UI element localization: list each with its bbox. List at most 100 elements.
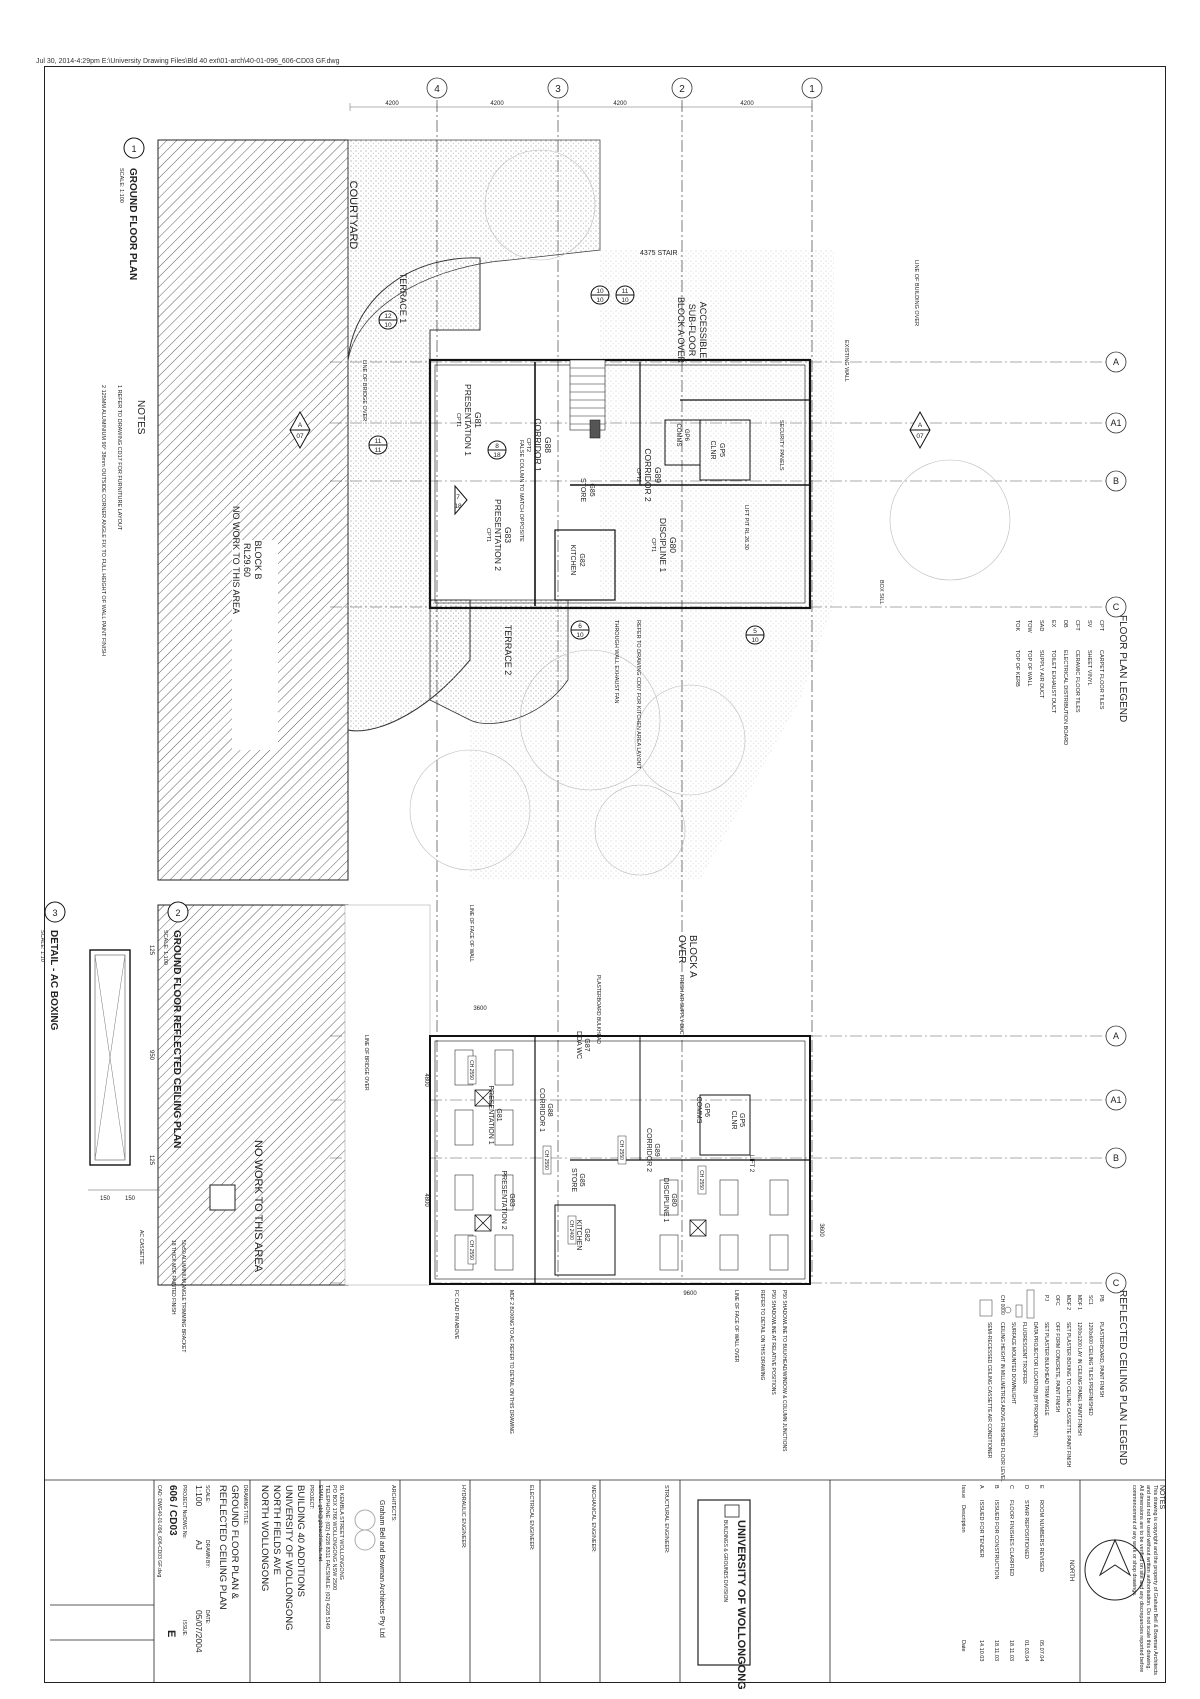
courtyard-label: COURTYARD — [347, 181, 359, 250]
uni-name: UNIVERSITY OF WOLLONGONG — [735, 1520, 747, 1690]
svg-text:FLOOR FINISHES CLARIFIED: FLOOR FINISHES CLARIFIED — [1008, 1500, 1014, 1576]
plan-notes: NOTES 1 REFER TO DRAWING CD17 FOR FURNIT… — [100, 385, 146, 656]
svg-text:NORTH: NORTH — [1068, 1560, 1074, 1581]
svg-text:18: 18 — [493, 452, 501, 459]
callout-bridge: LINE OF BRIDGE OVER — [361, 360, 367, 421]
grid-letter-bubbles-plan: A A1 B C — [1105, 351, 1127, 618]
svg-text:10: 10 — [751, 637, 759, 644]
grid-1: 1 — [809, 84, 815, 95]
rcp-no-work: NO WORK TO THIS AREA — [252, 1140, 264, 1273]
svg-text:3600: 3600 — [818, 1223, 824, 1237]
room-g88-code: G88 — [543, 437, 553, 453]
svg-text:11: 11 — [375, 438, 382, 445]
svg-text:TOK: TOK — [1014, 620, 1020, 632]
top-dim-1: 4200 — [385, 101, 399, 107]
svg-text:G89: G89 — [653, 1143, 660, 1156]
revision-table: E ROOM NUMBERS REVISED 05.07.04 D STAIR … — [960, 1485, 1044, 1661]
svg-text:SURFACE MOUNTED DOWNLIGHT: SURFACE MOUNTED DOWNLIGHT — [1010, 1322, 1016, 1404]
svg-text:10: 10 — [596, 297, 604, 304]
svg-text:CLNR: CLNR — [730, 1110, 737, 1129]
plan-title-number: 1 — [131, 144, 136, 154]
plan-scale: SCALE: 1:100 — [118, 168, 124, 203]
landscape-zone — [470, 250, 835, 880]
svg-text:Issue: Issue — [960, 1485, 966, 1498]
svg-text:EMAIL: gbb@gbbarchitects.net: EMAIL: gbb@gbbarchitects.net — [317, 1485, 323, 1562]
svg-text:TOW: TOW — [1026, 620, 1032, 634]
svg-text:18.11.03: 18.11.03 — [1008, 1640, 1014, 1661]
svg-text:REFER TO DETAIL ON THIS DRAWIN: REFER TO DETAIL ON THIS DRAWING — [759, 1290, 765, 1380]
svg-text:TOP OF WALL: TOP OF WALL — [1026, 650, 1032, 687]
grid-a1: A1 — [1110, 418, 1121, 428]
svg-text:G85: G85 — [578, 1173, 585, 1186]
svg-text:AC CASSETTE: AC CASSETTE — [138, 1230, 144, 1265]
detail-ac-boxing: 3 DETAIL - AC BOXING SCALE: 1:10 125 950… — [39, 901, 186, 1352]
svg-text:SET PLASTER BULKHEAD TRIM ANGL: SET PLASTER BULKHEAD TRIM ANGLE — [1043, 1322, 1049, 1416]
svg-text:G88: G88 — [546, 1103, 553, 1116]
svg-text:A: A — [978, 1485, 984, 1489]
svg-text:PRESENTATION 2: PRESENTATION 2 — [500, 1170, 507, 1229]
svg-text:GROUND FLOOR PLAN &: GROUND FLOOR PLAN & — [229, 1485, 240, 1600]
svg-text:TOP OF KERB: TOP OF KERB — [1014, 650, 1020, 687]
svg-text:CH 2550: CH 2550 — [543, 1150, 549, 1170]
block-b-rl: RL29.60 — [242, 543, 252, 577]
grid-number-bubbles: 4 3 2 1 — [426, 77, 823, 99]
rcp-callouts: FRESH AIR SUPPLY DUCT PLASTERBOARD BULKH… — [363, 905, 787, 1452]
svg-text:ISSUE:: ISSUE: — [181, 1620, 187, 1636]
svg-text:150: 150 — [125, 1196, 136, 1202]
svg-text:SCALE:: SCALE: — [204, 1485, 210, 1503]
notes-title: NOTES — [135, 400, 146, 435]
room-gp6-code: GP6 — [683, 429, 689, 442]
svg-text:18 THICK MDF PAINTED FINISH: 18 THICK MDF PAINTED FINISH — [170, 1240, 176, 1315]
building-walls-plan — [428, 358, 812, 610]
svg-text:7: 7 — [456, 494, 460, 501]
svg-text:12: 12 — [384, 313, 392, 320]
callout-building-over: LINE OF BUILDING OVER — [913, 260, 919, 326]
svg-text:CH 2550: CH 2550 — [468, 1060, 474, 1080]
room-g82-code: G82 — [578, 553, 585, 566]
svg-text:2: 2 — [175, 908, 180, 918]
top-dimension-string — [349, 103, 813, 111]
floor-plan-legend: FLOOR PLAN LEGEND CPT CARPET FLOOR TILES… — [1014, 615, 1128, 745]
svg-text:5: 5 — [753, 628, 757, 635]
svg-text:91 KEMBLA STREET WOLLONGONG: 91 KEMBLA STREET WOLLONGONG — [338, 1485, 344, 1580]
rcp-title-block: 2 GROUND FLOOR REFLECTED CEILING PLAN SC… — [162, 901, 189, 1148]
svg-text:COMMS: COMMS — [695, 1097, 702, 1124]
svg-text:B: B — [993, 1485, 999, 1489]
svg-text:G82: G82 — [583, 1228, 590, 1241]
svg-text:10: 10 — [384, 322, 392, 329]
rcp-legend-title: REFLECTED CEILING PLAN LEGEND — [1117, 1290, 1128, 1465]
rcp-light-fittings — [454, 1049, 789, 1271]
svg-text:Description: Description — [960, 1505, 966, 1533]
grid-letter-bubbles-rcp: A A1 B C — [1105, 1025, 1127, 1294]
drawing-title-info: DRAWING TITLE: GROUND FLOOR PLAN & REFLE… — [156, 1485, 248, 1653]
svg-text:LINE OF FACE OF WALL OVER: LINE OF FACE OF WALL OVER — [733, 1290, 739, 1363]
svg-text:PRESENTATION 1: PRESENTATION 1 — [487, 1085, 494, 1144]
room-g81-finish: CPT1 — [455, 413, 461, 427]
svg-text:NORTH WOLLONGONG: NORTH WOLLONGONG — [259, 1485, 270, 1591]
svg-text:Graham Bell and Bowman Archite: Graham Bell and Bowman Architects Pty Lt… — [378, 1500, 385, 1638]
svg-text:6: 6 — [578, 623, 582, 630]
rcp-ceiling-height-tags: CH 2550 CH 2550 CH 2550 CH 2550 CH 2550 … — [467, 1055, 707, 1265]
svg-text:DRAWING TITLE:: DRAWING TITLE: — [242, 1485, 248, 1525]
svg-text:10: 10 — [596, 288, 604, 295]
grid-c: C — [1113, 602, 1120, 612]
svg-text:4800: 4800 — [423, 1073, 429, 1087]
svg-text:FC CLAD FIN ABOVE: FC CLAD FIN ABOVE — [453, 1290, 459, 1340]
svg-text:STRUCTURAL ENGINEER:: STRUCTURAL ENGINEER: — [663, 1485, 669, 1554]
consultants: STRUCTURAL ENGINEER: MECHANICAL ENGINEER… — [390, 1485, 669, 1554]
svg-text:SC1: SC1 — [1087, 1295, 1093, 1305]
room-g85-code: G85 — [588, 483, 595, 496]
grid-4: 4 — [434, 84, 440, 95]
svg-text:CH 2400: CH 2400 — [568, 1220, 574, 1240]
svg-text:G80: G80 — [670, 1193, 677, 1206]
svg-text:606 / CD03: 606 / CD03 — [167, 1485, 178, 1536]
top-dim-4: 4200 — [740, 101, 754, 107]
grid-b-rcp: B — [1113, 1153, 1119, 1163]
svg-text:CERAMIC FLOOR TILES: CERAMIC FLOOR TILES — [1074, 650, 1080, 713]
svg-text:1200x1200 LAY IN CEILING PANEL: 1200x1200 LAY IN CEILING PANEL PAINT FIN… — [1076, 1322, 1082, 1436]
stair-dim: 4375 STAIR — [640, 250, 678, 257]
svg-text:11: 11 — [375, 447, 382, 454]
room-g85-name: STORE — [579, 478, 586, 502]
svg-text:14.10.03: 14.10.03 — [978, 1640, 984, 1661]
